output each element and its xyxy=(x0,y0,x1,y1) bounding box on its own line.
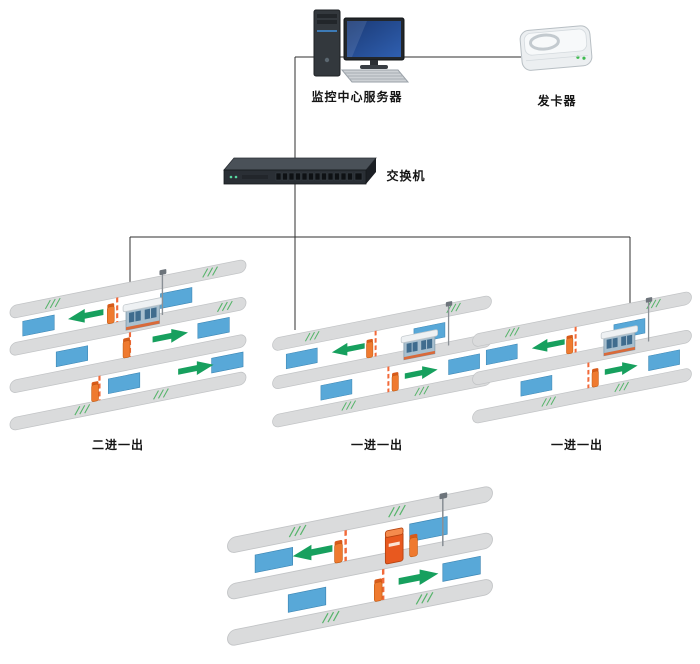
card-issuer-label: 发卡器 xyxy=(537,94,577,108)
station4-illustration xyxy=(222,482,498,650)
card-issuer-icon xyxy=(519,25,593,71)
switch-ports xyxy=(275,172,363,181)
switch-label: 交换机 xyxy=(386,169,426,183)
switch-body xyxy=(223,157,377,185)
server-tower xyxy=(313,9,341,77)
server-icon xyxy=(313,9,410,83)
station2-illustration xyxy=(268,292,496,431)
switch-icon xyxy=(223,157,377,185)
station1-label: 二进一出 xyxy=(91,438,144,452)
card-issuer-body xyxy=(519,25,593,71)
server-keyboard xyxy=(340,69,410,83)
station1-illustration xyxy=(5,256,251,434)
server-label: 监控中心服务器 xyxy=(311,90,403,104)
station3-illustration xyxy=(468,288,696,427)
station2-label: 一进一出 xyxy=(350,438,403,452)
server-monitor xyxy=(343,17,405,69)
station3-label: 一进一出 xyxy=(550,438,603,452)
